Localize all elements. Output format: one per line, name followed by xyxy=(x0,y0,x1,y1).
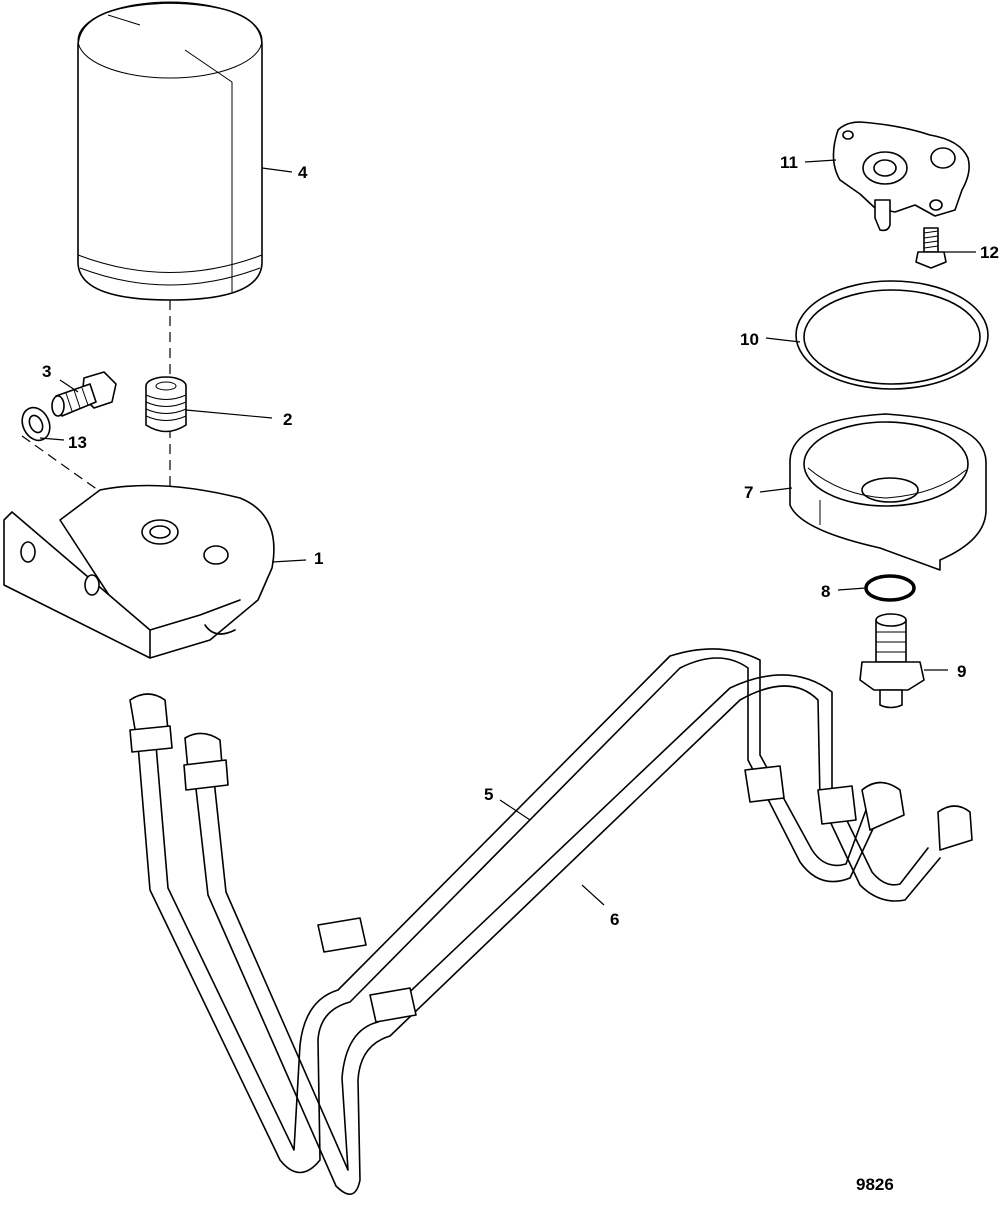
callout-label: 13 xyxy=(68,433,87,452)
adapter-fitting xyxy=(145,376,187,433)
filter-housing xyxy=(789,413,987,571)
callout-label: 9 xyxy=(957,662,966,681)
callout-label: 7 xyxy=(744,483,753,502)
callout-labels: 4 2 3 13 1 11 12 10 7 8 9 5 6 xyxy=(42,153,999,929)
callout-label: 2 xyxy=(283,410,292,429)
leader-lines xyxy=(39,159,976,906)
mounting-bracket xyxy=(3,484,275,659)
callout-label: 3 xyxy=(42,362,51,381)
screw xyxy=(51,371,117,417)
hose-end-fittings xyxy=(129,693,973,1023)
seal-ring xyxy=(795,280,989,390)
callout-label: 12 xyxy=(980,243,999,262)
callout-label: 10 xyxy=(740,330,759,349)
figure-id: 9826 xyxy=(856,1175,894,1194)
hose-upper xyxy=(137,648,879,1174)
oil-filter xyxy=(77,1,263,301)
washer xyxy=(21,406,51,442)
screw-centerline xyxy=(21,435,113,501)
callout-label: 4 xyxy=(298,163,308,182)
filter-cap xyxy=(832,121,970,232)
callout-label: 1 xyxy=(314,549,323,568)
cap-screw xyxy=(915,227,947,269)
callout-label: 11 xyxy=(780,153,798,172)
hose-lower xyxy=(194,674,941,1195)
hose-fitting xyxy=(859,613,925,709)
callout-label: 5 xyxy=(484,785,493,804)
o-ring xyxy=(864,574,916,602)
callout-label: 8 xyxy=(821,582,830,601)
callout-label: 6 xyxy=(610,910,619,929)
